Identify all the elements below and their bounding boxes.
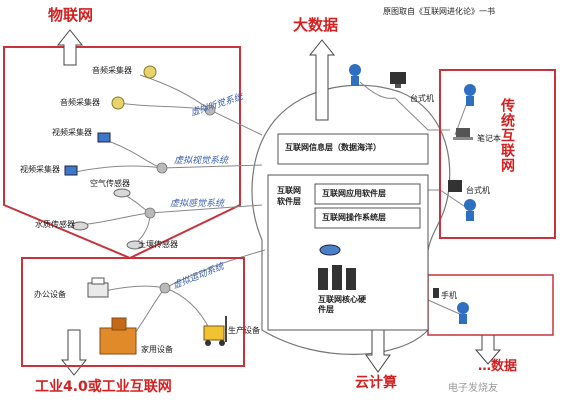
label-audio-collector-2: 音频采集器 [60, 98, 100, 107]
label-home-equipment: 家用设备 [141, 345, 173, 354]
label-soil-sensor: 土壤传感器 [138, 240, 178, 249]
label-production-equipment: 生产设备 [228, 326, 260, 335]
iot-boundary [3, 46, 241, 260]
label-water-sensor: 水质传感器 [35, 220, 75, 229]
os-layer-box [314, 207, 421, 229]
iot-up-arrow [56, 29, 84, 66]
label-air-sensor: 空气传感器 [90, 179, 130, 188]
watermark-text: 电子发烧友 [448, 383, 498, 394]
label-software-layer: 互联网软件层 [277, 186, 301, 206]
label-app-layer: 互联网应用软件层 [322, 189, 386, 198]
label-os-layer: 互联网操作系统层 [322, 213, 386, 222]
cloud-down-arrow [365, 329, 391, 373]
label-video-collector-1: 视频采集器 [52, 128, 92, 137]
info-layer-box [277, 133, 429, 165]
router-icon [319, 244, 341, 256]
phone-box [427, 274, 554, 336]
head-outline [251, 84, 451, 355]
home-appliance-icon [99, 317, 137, 355]
label-phone: 手机 [441, 291, 457, 300]
user-icon [349, 64, 476, 324]
heading-traditional-internet: 传统互联网 [499, 98, 515, 173]
industry-box [21, 257, 245, 367]
bigdata-up-arrow [308, 39, 336, 121]
computer-icon [390, 72, 473, 192]
sensor-icon [71, 188, 144, 250]
label-video-collector-2: 视频采集器 [20, 165, 60, 174]
label-desktop-2: 台式机 [466, 186, 490, 195]
label-laptop: 笔记本 [477, 134, 501, 143]
heading-bottom-right: …数据 [478, 359, 518, 374]
label-hardware-layer: 互联网核心硬件层 [318, 295, 366, 314]
heading-industry: 工业4.0或工业互联网 [35, 379, 172, 395]
printer-icon [87, 277, 109, 298]
label-office-equipment: 办公设备 [34, 290, 66, 299]
heading-iot: 物联网 [48, 6, 94, 24]
traditional-internet-box [439, 69, 556, 239]
industry-down-arrow [60, 329, 88, 376]
microphone-icon [111, 65, 157, 110]
bottom-right-down-arrow [474, 334, 502, 365]
heading-big-data: 大数据 [293, 16, 339, 34]
app-layer-box [314, 183, 421, 205]
label-info-layer: 互联网信息层（数据海洋） [285, 143, 381, 152]
phone-icon [433, 288, 439, 298]
label-virtual-sense: 虚拟感觉系统 [170, 199, 225, 209]
label-virtual-vision: 虚拟视觉系统 [174, 156, 229, 166]
source-note: 原图取自《互联网进化论》一书 [383, 7, 495, 16]
forklift-icon [203, 316, 227, 346]
label-desktop-1: 台式机 [410, 94, 434, 103]
server-icon [318, 265, 356, 290]
heading-cloud: 云计算 [355, 375, 397, 391]
camera-icon [64, 132, 111, 176]
label-audio-collector-1: 音频采集器 [92, 66, 132, 75]
